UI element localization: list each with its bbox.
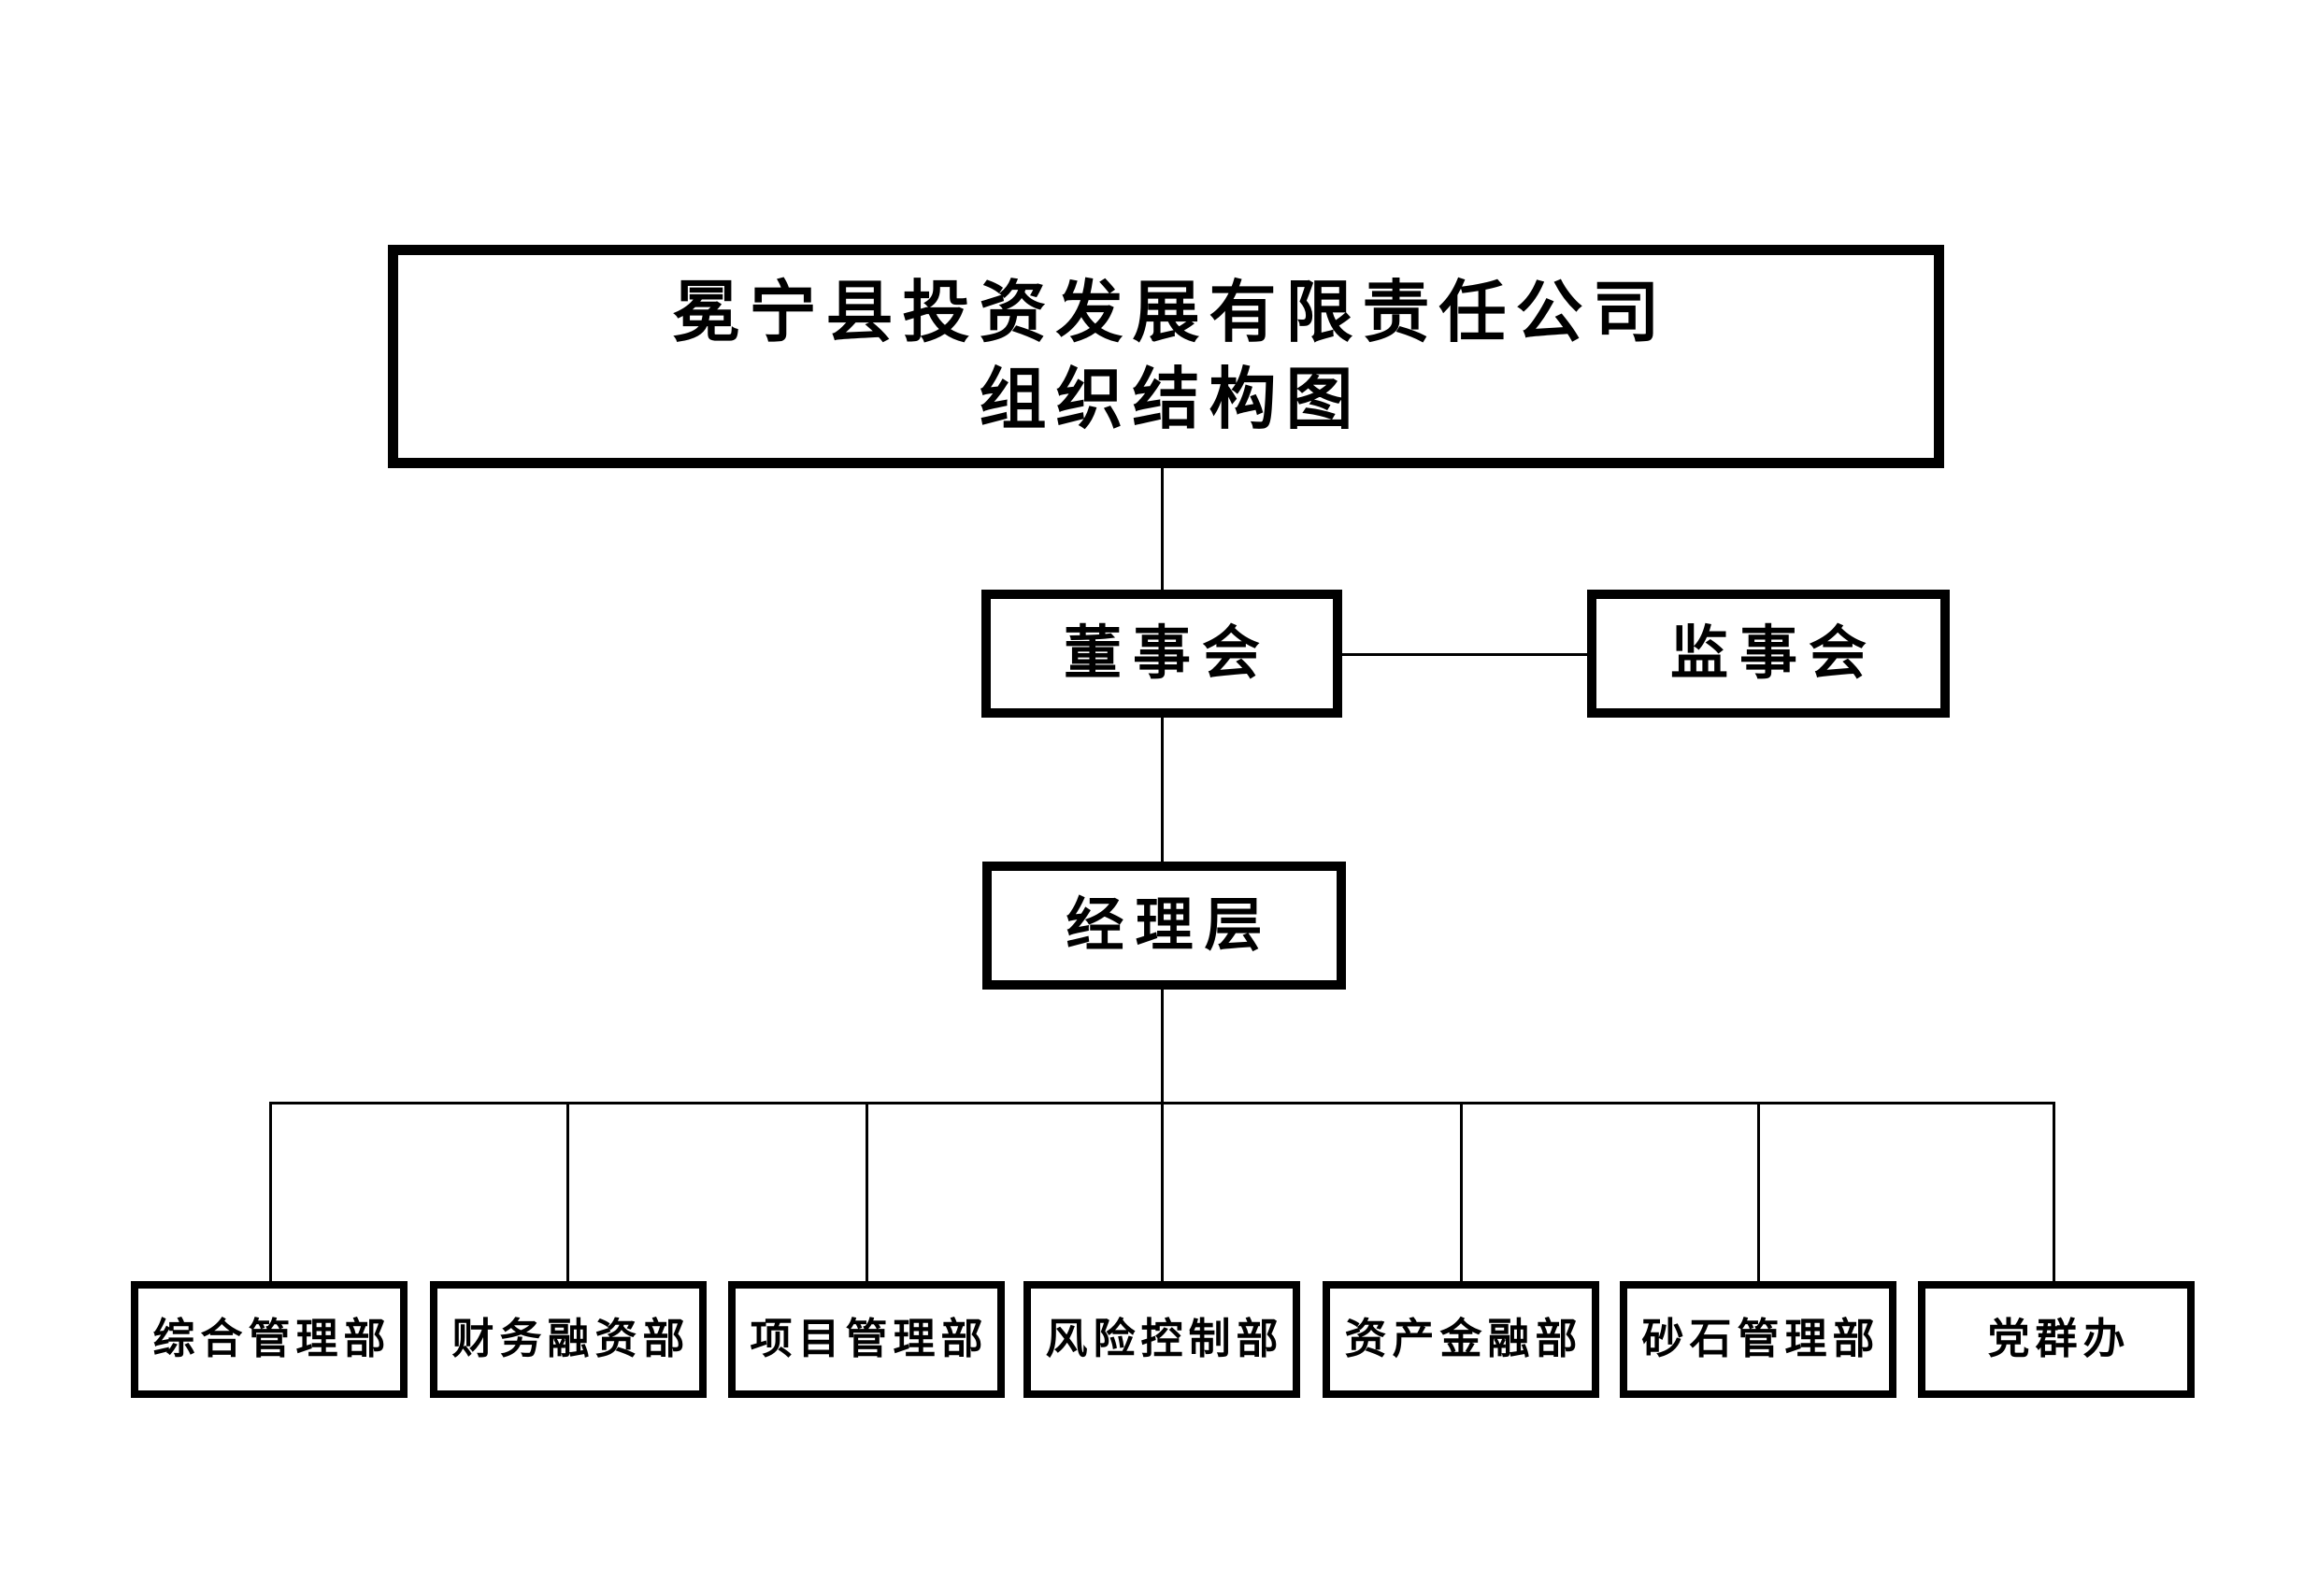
connector-board-to-supervisor [1342,653,1587,656]
connector-drop-dept-7 [2053,1102,2055,1282]
department-label: 砂石管理部 [1641,1316,1881,1362]
department-label: 资产金融部 [1344,1316,1583,1362]
department-label: 综合管理部 [152,1316,392,1362]
connector-drop-dept-3 [866,1102,868,1282]
node-board-label: 董事会 [1063,621,1271,686]
department-label: 党群办 [1987,1316,2131,1362]
node-management-layer: 经理层 [982,862,1346,990]
node-board-of-directors: 董事会 [981,590,1342,718]
connector-drop-dept-4 [1161,1102,1164,1282]
company-name: 冕宁县投资发展有限责任公司 [672,276,1669,351]
node-department-5: 资产金融部 [1323,1281,1599,1398]
connector-board-to-manager [1161,718,1164,862]
node-department-2: 财务融资部 [430,1281,707,1398]
connector-manager-to-bus [1161,990,1164,1104]
department-label: 财务融资部 [451,1316,691,1362]
node-department-6: 砂石管理部 [1620,1281,1896,1398]
node-manager-label: 经理层 [1066,893,1274,958]
node-supervisor-label: 监事会 [1669,621,1878,686]
node-department-3: 项目管理部 [728,1281,1005,1398]
chart-subtitle: 组织结构图 [979,362,1363,437]
node-board-of-supervisors: 监事会 [1587,590,1950,718]
connector-drop-dept-1 [269,1102,272,1282]
connector-drop-dept-6 [1757,1102,1760,1282]
node-department-4: 风险控制部 [1023,1281,1300,1398]
node-department-1: 综合管理部 [131,1281,408,1398]
connector-drop-dept-2 [566,1102,569,1282]
department-label: 项目管理部 [750,1316,989,1362]
node-department-7: 党群办 [1918,1281,2195,1398]
connector-drop-dept-5 [1460,1102,1463,1282]
node-company-title: 冕宁县投资发展有限责任公司 组织结构图 [388,245,1944,468]
connector-title-to-board [1161,467,1164,591]
department-label: 风险控制部 [1045,1316,1284,1362]
